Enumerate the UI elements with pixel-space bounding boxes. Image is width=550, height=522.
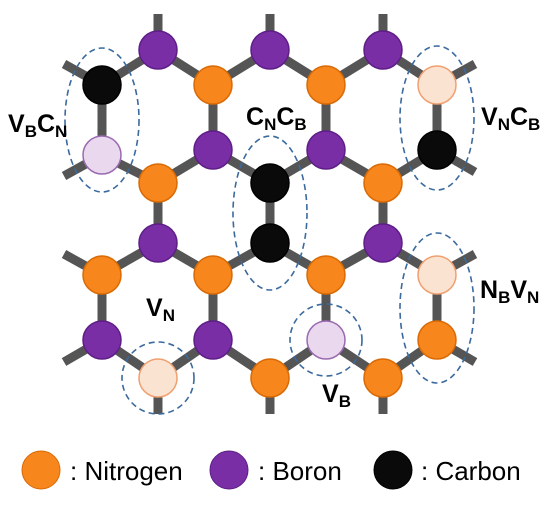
nitrogen-atom: [306, 255, 346, 295]
defect-outline-nbvn: [399, 232, 475, 384]
legend-nitrogen-label: : Nitrogen: [70, 456, 183, 486]
atom-layer: [82, 30, 457, 398]
label-nbvn: NBVN: [480, 276, 539, 307]
nitrogen-atom: [306, 65, 346, 105]
label-vn: VN: [146, 294, 175, 325]
defect-outline-vbcn: [64, 47, 140, 193]
nitrogen-vacancy-site: [417, 255, 457, 295]
boron-atom: [193, 130, 233, 170]
nitrogen-atom: [82, 255, 122, 295]
boron-atom: [82, 320, 122, 360]
carbon-atom: [82, 65, 122, 105]
nitrogen-vacancy-site: [138, 358, 178, 398]
legend: : Nitrogen : Boron : Carbon: [21, 450, 521, 490]
nitrogen-vacancy-site: [417, 65, 457, 105]
defect-outline-vb: [289, 303, 363, 377]
legend-carbon-swatch: [373, 450, 413, 490]
carbon-atom: [250, 223, 290, 263]
nitrogen-atom: [138, 163, 178, 203]
boron-atom: [138, 30, 178, 70]
nitrogen-atom: [363, 358, 403, 398]
defect-outline-cncb: [232, 135, 308, 291]
nitrogen-atom: [363, 163, 403, 203]
label-vb: VB: [322, 380, 351, 411]
defect-outline-vncb: [399, 45, 475, 191]
boron-atom: [306, 130, 346, 170]
legend-carbon-label: : Carbon: [421, 456, 521, 486]
carbon-atom: [250, 163, 290, 203]
boron-atom: [138, 223, 178, 263]
label-cncb: CNCB: [246, 103, 307, 134]
bond-layer: [61, 14, 478, 414]
label-vbcn: VBCN: [8, 110, 67, 141]
nitrogen-atom: [193, 255, 233, 295]
label-vncb: VNCB: [481, 103, 540, 134]
legend-boron-swatch: [209, 450, 249, 490]
defect-ring-layer: [64, 45, 475, 415]
boron-atom: [250, 30, 290, 70]
boron-atom: [363, 223, 403, 263]
nitrogen-atom: [250, 358, 290, 398]
nitrogen-atom: [193, 65, 233, 105]
defect-outline-vn: [121, 341, 195, 415]
boron-vacancy-site: [306, 320, 346, 360]
nitrogen-atom: [417, 320, 457, 360]
legend-nitrogen-swatch: [21, 450, 61, 490]
boron-atom: [193, 320, 233, 360]
boron-atom: [363, 30, 403, 70]
legend-boron-label: : Boron: [258, 456, 342, 486]
boron-vacancy-site: [82, 135, 122, 175]
carbon-atom: [417, 130, 457, 170]
